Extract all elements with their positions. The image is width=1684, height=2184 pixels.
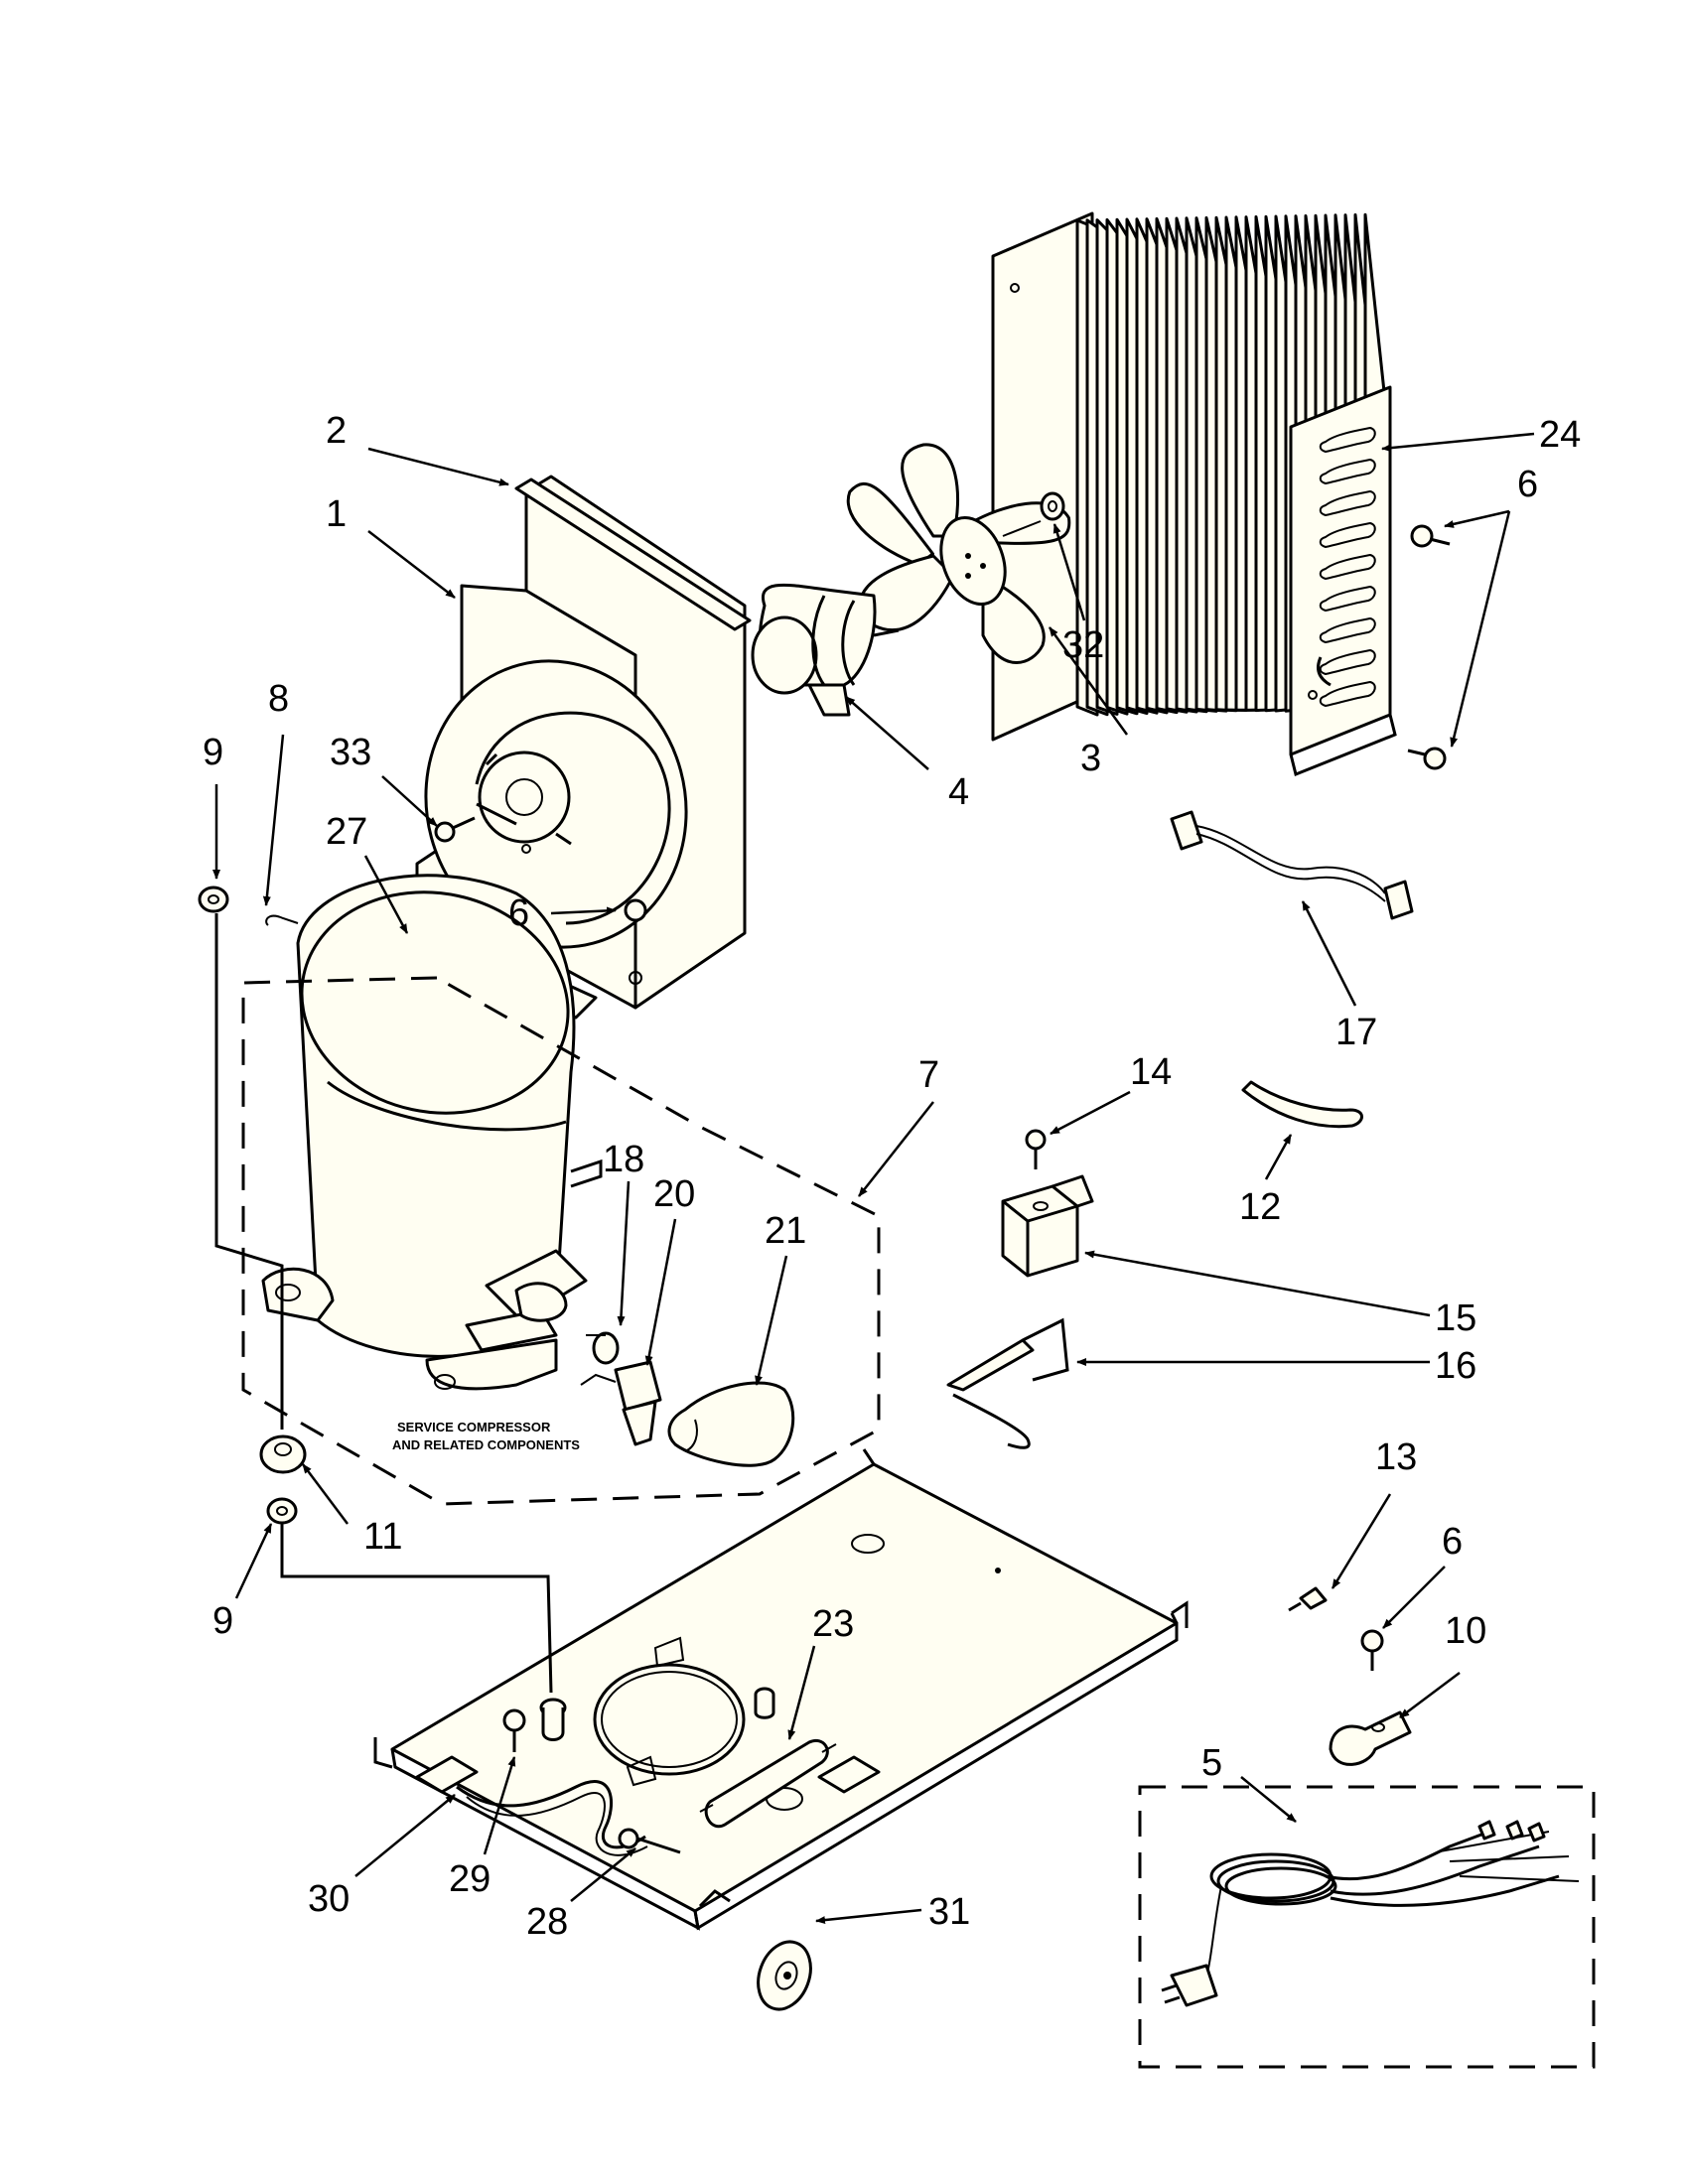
condenser-coil-loop xyxy=(1319,680,1376,708)
grommet-9-bottom xyxy=(266,1497,298,1525)
callout-24: 24 xyxy=(1539,414,1581,456)
callout-16: 16 xyxy=(1435,1345,1476,1387)
screw-29 xyxy=(502,1708,526,1752)
callout-14: 14 xyxy=(1130,1051,1172,1093)
callout-20: 20 xyxy=(653,1173,695,1215)
condenser xyxy=(991,211,1397,777)
callout-6-shroud: 6 xyxy=(508,892,529,934)
mount-rail-top xyxy=(214,913,284,1430)
callout-numbers: 2 1 3 4 5 6 6 6 7 8 9 9 10 11 12 13 14 1… xyxy=(203,410,1581,1943)
service-compressor-note-2: AND RELATED COMPONENTS xyxy=(392,1437,580,1452)
compressor xyxy=(261,874,603,1391)
callout-3: 3 xyxy=(1080,738,1101,779)
mounting-bracket-16 xyxy=(946,1317,1069,1449)
callout-31: 31 xyxy=(928,1891,970,1933)
callout-30: 30 xyxy=(308,1878,350,1920)
cord-clamp-10 xyxy=(1329,1710,1412,1766)
screw-14 xyxy=(1025,1129,1047,1169)
fan-motor xyxy=(751,583,900,717)
screw-13 xyxy=(1288,1586,1328,1612)
drier-23 xyxy=(699,1738,837,1829)
callout-6-condenser: 6 xyxy=(1517,464,1538,505)
callout-27: 27 xyxy=(326,811,367,853)
callout-32: 32 xyxy=(1062,624,1104,666)
grommet-9-top xyxy=(198,886,229,913)
callout-5: 5 xyxy=(1201,1742,1222,1784)
callout-33: 33 xyxy=(330,732,371,773)
callout-2: 2 xyxy=(326,410,347,452)
screw-33 xyxy=(434,816,476,843)
mount-grommet-11 xyxy=(259,1434,307,1474)
callout-29: 29 xyxy=(449,1858,491,1900)
condenser-coil-loop xyxy=(1319,616,1376,644)
condenser-coil-loop xyxy=(1319,426,1376,454)
shroud-gasket xyxy=(514,478,752,631)
callout-15: 15 xyxy=(1435,1297,1476,1339)
callout-6-clamp: 6 xyxy=(1442,1521,1463,1563)
callout-8: 8 xyxy=(268,678,289,720)
clip-8 xyxy=(265,914,299,926)
condenser-coil-loop xyxy=(1319,648,1376,676)
callout-11: 11 xyxy=(363,1516,402,1558)
callout-4: 4 xyxy=(948,771,969,813)
callout-7: 7 xyxy=(918,1054,939,1096)
relay-cover-21 xyxy=(667,1381,795,1467)
fan-shroud xyxy=(415,475,747,1010)
tubing-30b xyxy=(466,1791,648,1856)
overload-18 xyxy=(586,1331,620,1365)
screw-6-condenser-bottom xyxy=(1407,747,1447,770)
bolt-28 xyxy=(618,1828,681,1854)
condenser-coil-loop xyxy=(1319,585,1376,613)
callout-28: 28 xyxy=(526,1901,568,1943)
washer-32 xyxy=(1040,491,1065,521)
leader-lines xyxy=(212,432,1535,1925)
condenser-coil-loop xyxy=(1319,553,1376,581)
screw-6-clamp xyxy=(1360,1629,1384,1671)
callout-9-bottom: 9 xyxy=(212,1600,233,1642)
condenser-coil-loop xyxy=(1319,521,1376,549)
tube-12 xyxy=(1241,1080,1363,1129)
callout-9-top: 9 xyxy=(203,732,223,773)
callout-23: 23 xyxy=(812,1603,854,1645)
screw-6-shroud xyxy=(624,898,647,938)
service-compressor-note: SERVICE COMPRESSOR xyxy=(397,1420,551,1434)
condenser-coils xyxy=(1319,426,1376,708)
callout-13: 13 xyxy=(1375,1436,1417,1478)
relay-20 xyxy=(580,1360,662,1446)
callout-17: 17 xyxy=(1335,1012,1377,1053)
power-cord-5 xyxy=(1138,1785,1596,2069)
callout-1: 1 xyxy=(326,493,347,535)
callout-10: 10 xyxy=(1445,1610,1486,1652)
screw-6-condenser-top xyxy=(1410,524,1451,548)
wheel-31 xyxy=(757,1940,812,2011)
condenser-coil-loop xyxy=(1319,458,1376,485)
tubing-30 xyxy=(456,1780,646,1849)
condenser-coil-loop xyxy=(1319,489,1376,517)
mount-rail-bottom xyxy=(280,1524,553,1694)
callout-12: 12 xyxy=(1239,1186,1281,1228)
callout-18: 18 xyxy=(603,1139,644,1180)
callout-21: 21 xyxy=(765,1210,806,1252)
wire-harness-17 xyxy=(1170,810,1414,920)
service-compressor-boundary xyxy=(241,976,881,1506)
solenoid-coil-15 xyxy=(1001,1174,1094,1278)
base-pan xyxy=(373,1448,1189,1931)
